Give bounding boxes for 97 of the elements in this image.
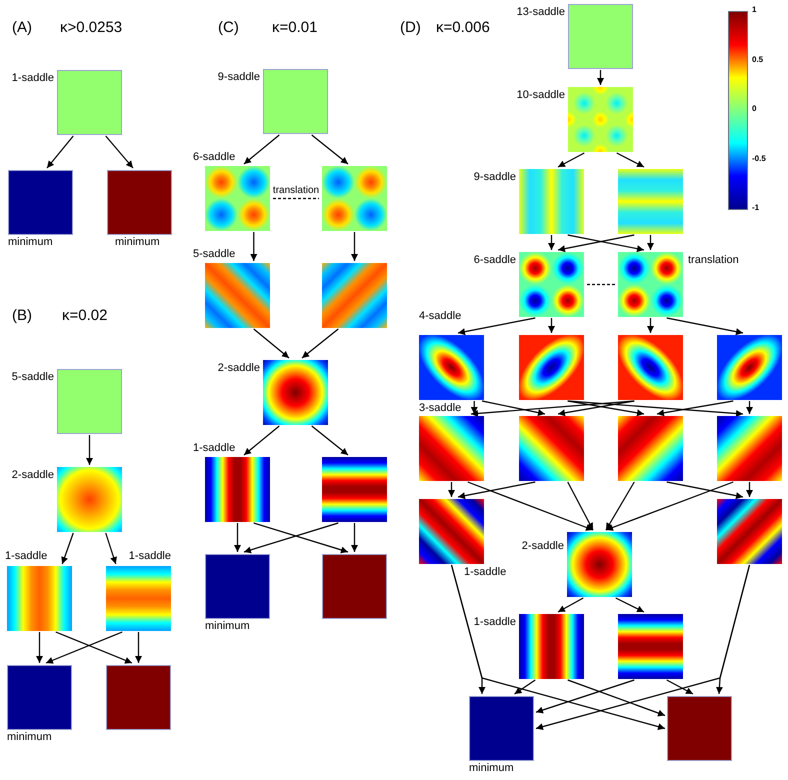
state-label: translation	[688, 254, 739, 267]
panel-label: (D)	[400, 20, 421, 35]
arrow	[105, 136, 134, 168]
state-label: 9-saddle	[474, 171, 516, 184]
arrow	[568, 400, 744, 417]
arrow	[558, 597, 584, 613]
arrow	[46, 136, 74, 168]
parameter-label: κ=0.006	[436, 20, 490, 35]
state-label: minimum	[7, 731, 52, 744]
arrow	[86, 435, 93, 465]
parameter-label: κ>0.0253	[60, 20, 122, 35]
arrow	[656, 400, 734, 416]
parameter-label: κ=0.02	[62, 308, 108, 323]
arrow	[666, 481, 744, 500]
arrow	[253, 328, 290, 358]
arrow	[105, 532, 117, 564]
arrow	[536, 564, 750, 730]
arrow	[548, 235, 555, 250]
arrow	[244, 134, 280, 164]
arrow	[450, 564, 666, 730]
arrow	[666, 317, 744, 336]
arrow	[351, 232, 358, 261]
arrow	[250, 232, 258, 261]
tick-label: 1	[752, 6, 756, 14]
arrow	[746, 482, 753, 497]
arrow	[135, 632, 142, 663]
state-label: minimum	[469, 762, 514, 775]
state-label: 1-saddle	[474, 616, 516, 629]
state-label: 1-saddle	[128, 550, 171, 563]
arrow	[36, 632, 43, 663]
state-label: 1-saddle	[5, 550, 48, 563]
state-label: 3-saddle	[419, 402, 462, 415]
state-label: 13-saddle	[516, 6, 565, 19]
state-label: 1-saddle	[12, 72, 54, 85]
edge-label: translation	[272, 184, 320, 196]
state-label: 6-saddle	[193, 151, 236, 164]
arrow	[558, 400, 634, 416]
arrow	[605, 482, 635, 530]
arrow	[548, 318, 555, 333]
arrow	[616, 152, 644, 168]
panel-label: (A)	[12, 20, 32, 35]
arrow	[558, 152, 585, 168]
arrow	[468, 481, 594, 531]
panel-label: (C)	[218, 20, 239, 35]
arrow	[56, 631, 132, 664]
tick-label: -0.5	[752, 155, 766, 163]
state-label: 2-saddle	[218, 362, 260, 375]
tick-label: 0	[752, 105, 756, 113]
arrow	[254, 522, 348, 554]
arrow	[302, 328, 339, 358]
state-label: minimum	[8, 236, 53, 249]
tick-label: 0.5	[752, 56, 764, 64]
arrow	[666, 679, 694, 695]
arrow	[536, 679, 634, 714]
arrow	[311, 134, 348, 164]
arrow	[615, 597, 644, 613]
arrow	[61, 532, 74, 564]
state-label: 6-saddle	[474, 254, 516, 267]
arrow	[567, 482, 594, 530]
state-label: 5-saddle	[12, 371, 54, 384]
arrow	[244, 426, 280, 456]
arrow	[234, 523, 241, 552]
arrow	[568, 679, 666, 716]
arrow	[647, 318, 654, 333]
state-label: 2-saddle	[522, 540, 564, 553]
arrow	[46, 631, 122, 664]
state-label: minimum	[115, 236, 160, 249]
state-label: 4-saddle	[419, 310, 462, 323]
arrow	[568, 234, 644, 252]
panel-label: (B)	[12, 308, 32, 323]
arrow	[244, 522, 338, 554]
tick-label: -1	[752, 204, 760, 212]
arrow	[448, 482, 455, 497]
connector-line	[273, 198, 319, 200]
arrow	[647, 235, 654, 250]
arrow	[606, 481, 734, 531]
arrow	[597, 70, 604, 85]
arrow	[351, 523, 358, 552]
state-label: 1-saddle	[193, 442, 236, 455]
arrow	[746, 401, 753, 414]
arrow	[482, 400, 546, 416]
state-label: minimum	[205, 620, 250, 633]
arrow	[470, 400, 634, 417]
state-label: 9-saddle	[218, 71, 260, 84]
state-label: 2-saddle	[12, 469, 54, 482]
state-label: 1-saddle	[464, 566, 506, 579]
arrow	[558, 234, 634, 252]
parameter-label: κ=0.01	[272, 20, 318, 35]
arrow	[311, 426, 348, 456]
state-label: 10-saddle	[516, 89, 565, 102]
arrow	[568, 400, 644, 416]
arrow	[458, 481, 536, 500]
connector-line	[587, 284, 615, 286]
arrow	[514, 680, 536, 694]
state-label: 5-saddle	[193, 248, 236, 261]
arrow	[458, 317, 536, 336]
arrow	[470, 401, 478, 414]
